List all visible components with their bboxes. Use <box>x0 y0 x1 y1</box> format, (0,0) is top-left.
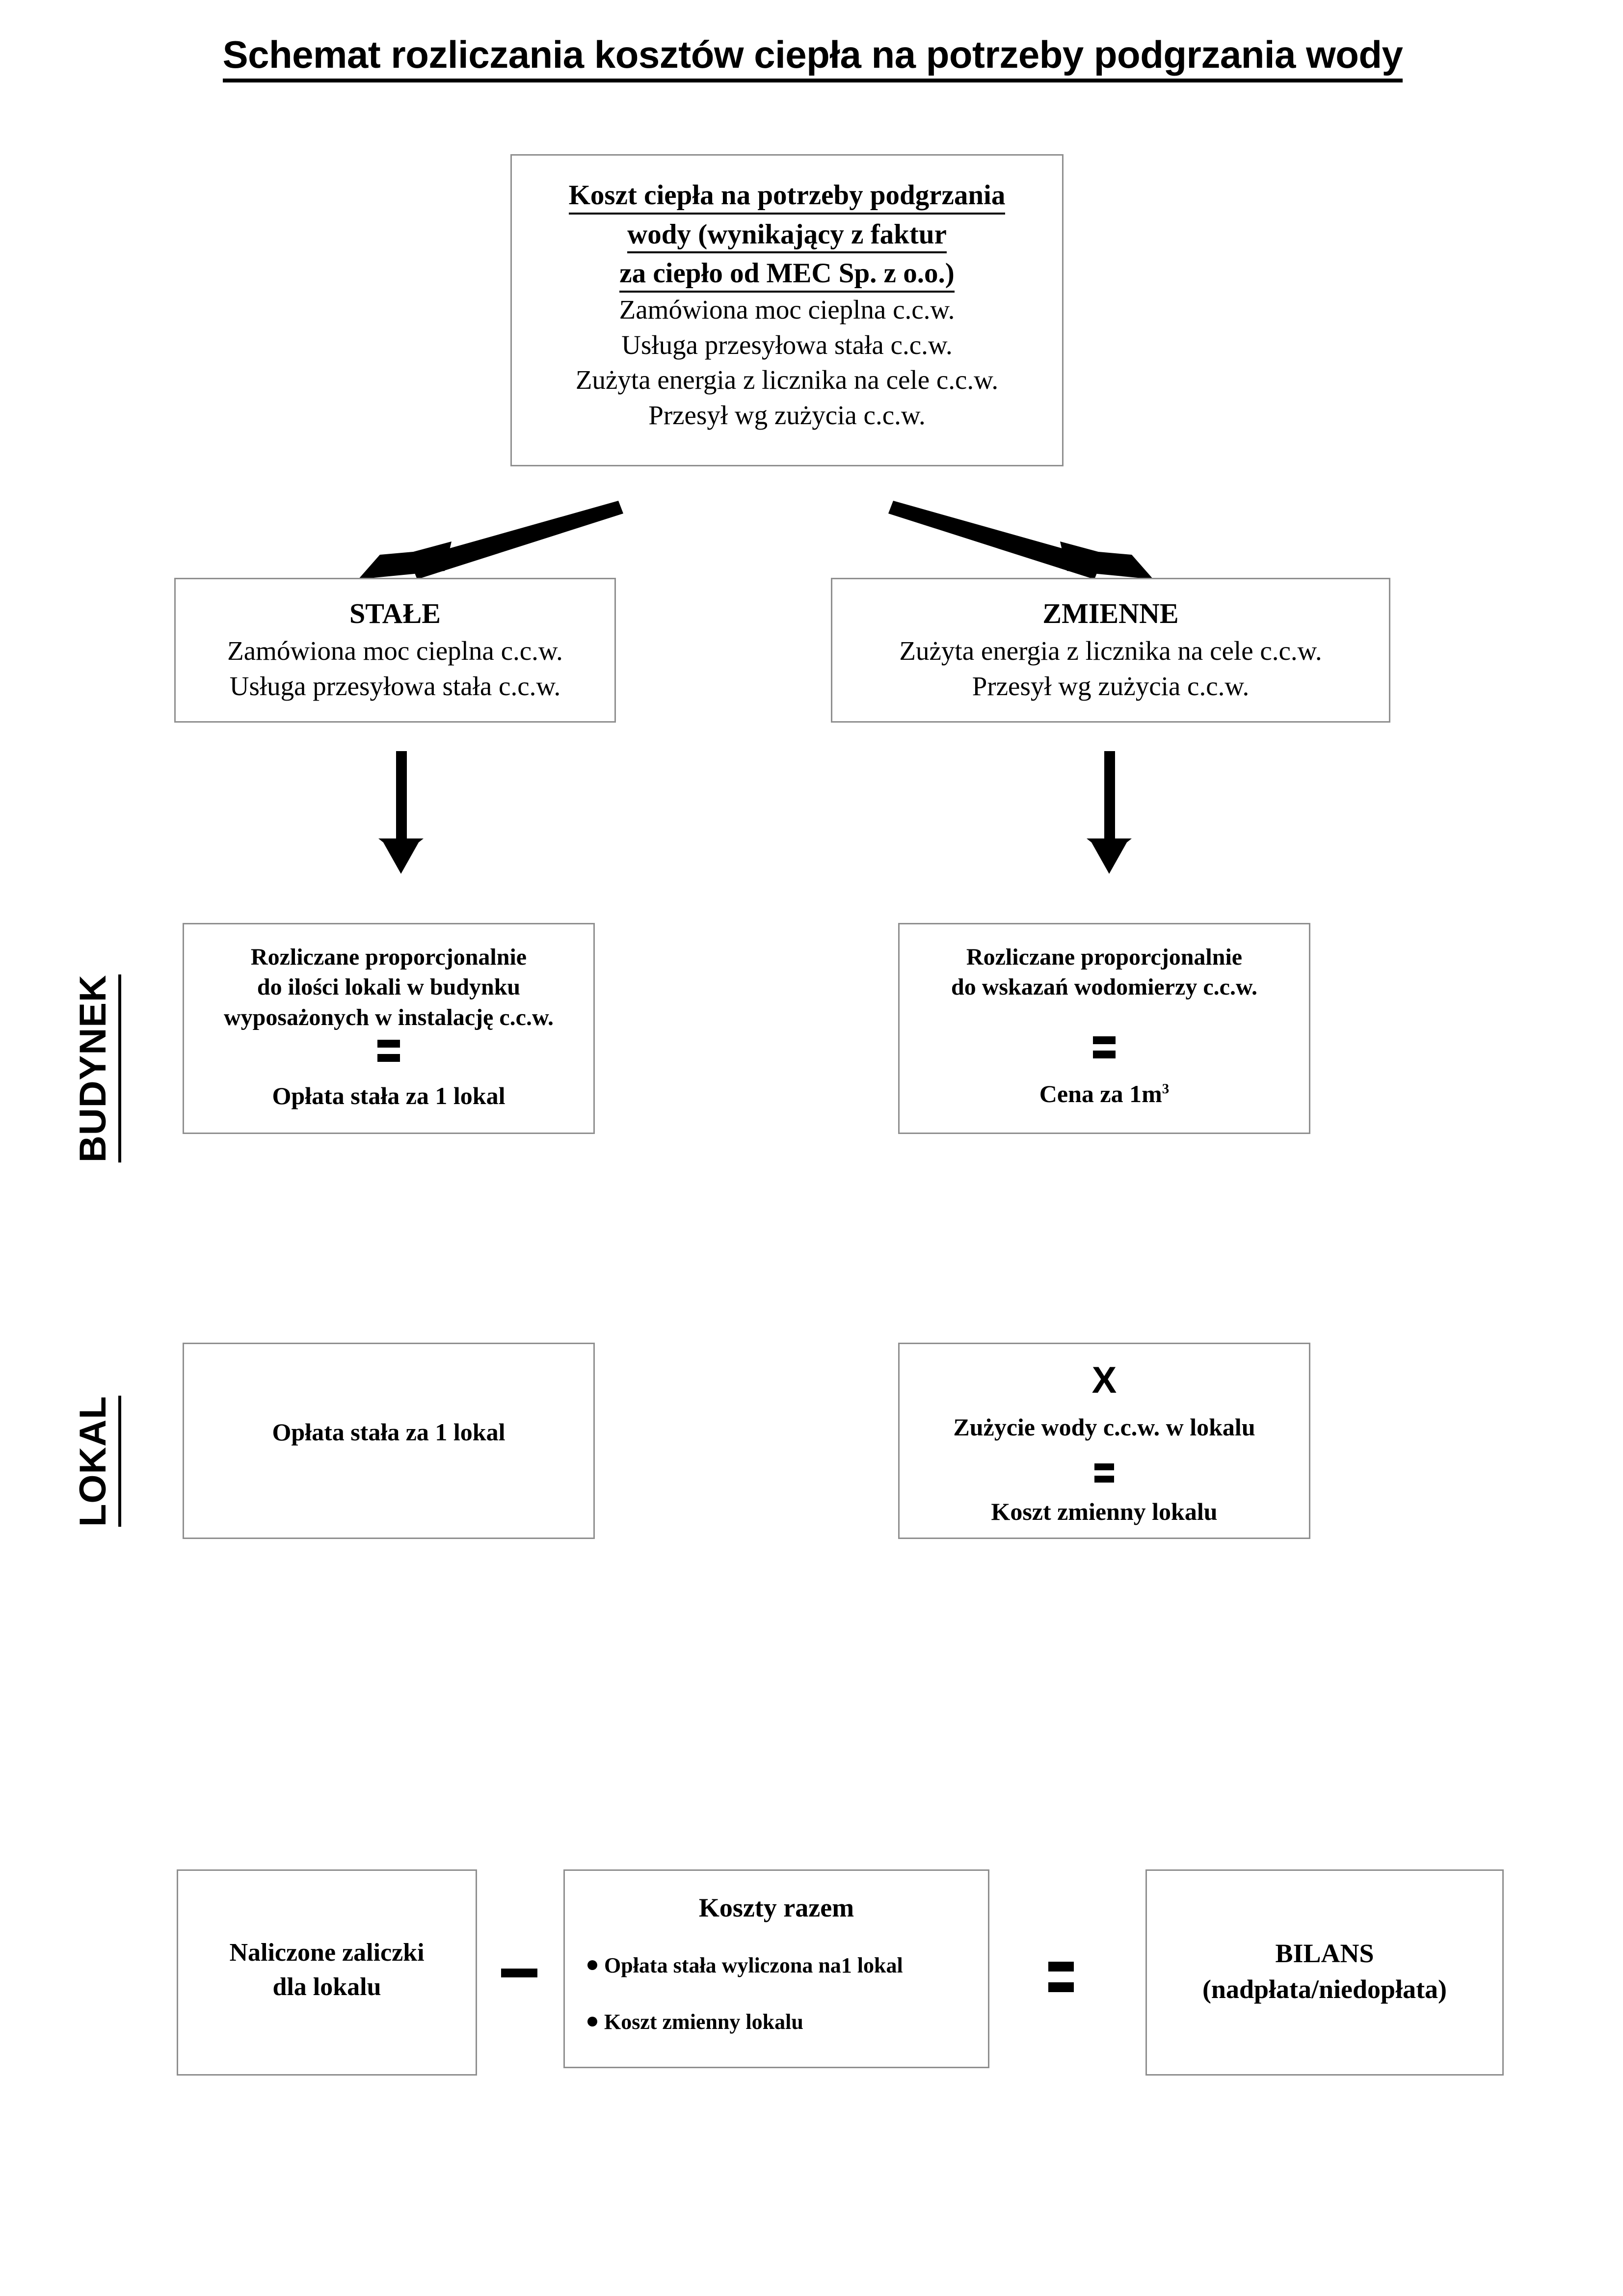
total-cost-item: Opłata stała wyliczona na1 lokal <box>587 1952 978 1979</box>
unit-fixed-fee-box: Opłata stała za 1 lokal <box>183 1343 595 1539</box>
source-heading-line-1: Koszt ciepła na potrzeby podgrzania <box>568 178 1006 215</box>
building-fixed-result: Opłata stała za 1 lokal <box>272 1082 506 1109</box>
unit-fixed-fee-text: Opłata stała za 1 lokal <box>272 1418 506 1446</box>
balance-line-1: BILANS <box>1275 1939 1374 1968</box>
advances-line-1: Naliczone zaliczki <box>229 1939 425 1967</box>
building-fixed-description: Rozliczane proporcjonalnie do ilości lok… <box>184 942 593 1032</box>
bullet-icon <box>587 2016 597 2026</box>
source-heading-line-3: za ciepło od MEC Sp. z o.o.) <box>619 256 955 293</box>
total-costs-heading: Koszty razem <box>698 1893 854 1922</box>
source-item: Zużyta energia z licznika na cele c.c.w. <box>575 365 999 395</box>
total-cost-item-label: Opłata stała wyliczona na1 lokal <box>604 1953 903 1977</box>
page-title-text: Schemat rozliczania kosztów ciepła na po… <box>222 35 1403 82</box>
fixed-components-box: STAŁE Zamówiona moc cieplna c.c.w. Usług… <box>174 578 616 723</box>
variable-components-items: Zużyta energia z licznika na cele c.c.w.… <box>832 633 1389 703</box>
balance-result-box: BILANS (nadpłata/niedopłata) <box>1145 1869 1504 2076</box>
cubic-exponent: 3 <box>1162 1081 1170 1097</box>
source-cost-box: Koszt ciepła na potrzeby podgrzania wody… <box>510 154 1064 466</box>
source-heading-line-2: wody (wynikający z faktur <box>627 217 947 254</box>
balance-line-2: (nadpłata/niedopłata) <box>1202 1974 1447 2004</box>
unit-variable-line-1: Zużycie wody c.c.w. w lokalu <box>953 1413 1255 1441</box>
building-variable-result-text: Cena za 1m <box>1039 1080 1162 1107</box>
side-label-budynek: BUDYNEK <box>72 974 121 1162</box>
source-item: Zamówiona moc cieplna c.c.w. <box>619 295 955 324</box>
equals-icon <box>1094 1463 1114 1483</box>
fixed-components-items: Zamówiona moc cieplna c.c.w. Usługa prze… <box>176 633 614 703</box>
source-cost-heading: Koszt ciepła na potrzeby podgrzania wody… <box>512 178 1062 293</box>
advances-line-2: dla lokalu <box>272 1973 381 2001</box>
building-variable-description: Rozliczane proporcjonalnie do wskazań wo… <box>900 942 1309 1002</box>
advances-text: Naliczone zaliczki dla lokalu <box>178 1936 476 2004</box>
building-fixed-line-3: wyposażonych w instalację c.c.w. <box>224 1004 554 1030</box>
unit-multiply-sign: X <box>1091 1359 1117 1401</box>
equals-icon <box>377 1040 400 1062</box>
total-costs-box: Koszty razem Opłata stała wyliczona na1 … <box>563 1869 989 2068</box>
side-label-lokal: LOKAL <box>72 1396 121 1527</box>
source-cost-items: Zamówiona moc cieplna c.c.w. Usługa prze… <box>512 292 1062 432</box>
source-item: Przesył wg zużycia c.c.w. <box>648 400 926 430</box>
fixed-components-heading: STAŁE <box>349 597 441 629</box>
equals-icon <box>1093 1036 1116 1058</box>
building-variable-result: Cena za 1m3 <box>900 1080 1309 1108</box>
minus-operator-icon <box>501 1969 537 1977</box>
total-cost-item-label: Koszt zmienny lokalu <box>604 2010 803 2034</box>
unit-variable-equals-sign <box>900 1458 1309 1488</box>
arrow-variable-down <box>1087 751 1132 874</box>
building-variable-calc-box: Rozliczane proporcjonalnie do wskazań wo… <box>898 923 1310 1134</box>
source-item: Usługa przesyłowa stała c.c.w. <box>621 329 953 360</box>
arrow-to-fixed <box>358 501 623 579</box>
variable-item: Przesył wg zużycia c.c.w. <box>972 671 1250 701</box>
building-fixed-line-2: do ilości lokali w budynku <box>257 974 521 1000</box>
total-cost-item: Koszt zmienny lokalu <box>587 2008 978 2035</box>
variable-components-heading: ZMIENNE <box>1042 597 1179 629</box>
building-variable-equals-sign <box>900 1030 1309 1065</box>
bullet-icon <box>587 1960 597 1970</box>
fixed-item: Usługa przesyłowa stała c.c.w. <box>229 671 561 701</box>
variable-item: Zużyta energia z licznika na cele c.c.w. <box>899 636 1322 666</box>
building-fixed-calc-box: Rozliczane proporcjonalnie do ilości lok… <box>183 923 595 1134</box>
equals-operator-icon <box>1048 1962 1074 1992</box>
arrow-fixed-down <box>378 751 424 874</box>
arrow-to-variable <box>888 501 1153 579</box>
total-costs-items: Opłata stała wyliczona na1 lokal Koszt z… <box>587 1952 978 2035</box>
building-fixed-equals-sign <box>184 1033 593 1068</box>
unit-variable-result: Koszt zmienny lokalu <box>991 1498 1218 1525</box>
building-variable-line-2: do wskazań wodomierzy c.c.w. <box>951 974 1257 1000</box>
advances-box: Naliczone zaliczki dla lokalu <box>177 1869 477 2076</box>
fixed-item: Zamówiona moc cieplna c.c.w. <box>227 636 563 666</box>
unit-variable-calc-box: X Zużycie wody c.c.w. w lokalu Koszt zmi… <box>898 1343 1310 1539</box>
variable-components-box: ZMIENNE Zużyta energia z licznika na cel… <box>831 578 1390 723</box>
balance-result-text: BILANS (nadpłata/niedopłata) <box>1147 1936 1502 2007</box>
page-title: Schemat rozliczania kosztów ciepła na po… <box>47 35 1578 82</box>
building-variable-line-1: Rozliczane proporcjonalnie <box>966 944 1243 970</box>
building-fixed-line-1: Rozliczane proporcjonalnie <box>250 944 527 970</box>
